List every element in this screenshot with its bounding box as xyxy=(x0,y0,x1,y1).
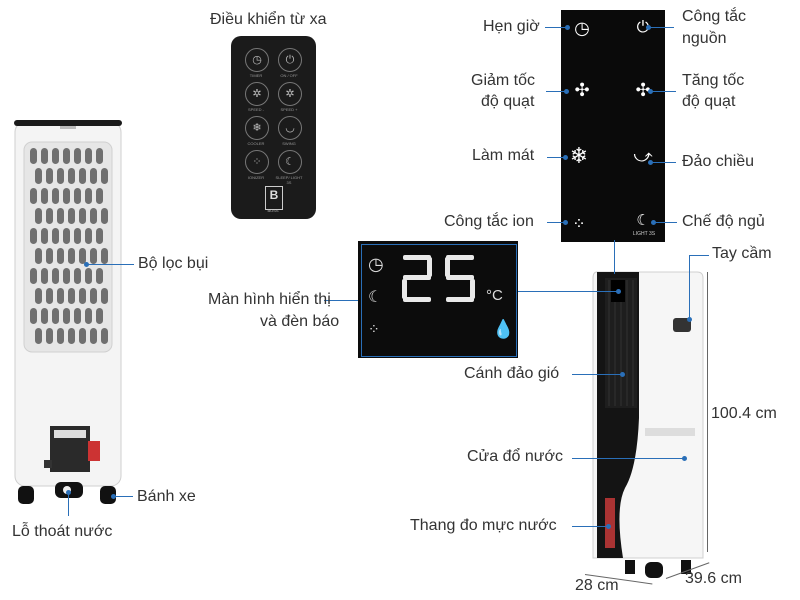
label-sleep: Chế độ ngủ xyxy=(682,213,765,230)
leader-swing xyxy=(650,162,676,163)
label-remote: Điều khiển từ xa xyxy=(210,11,327,28)
remote-brand: BOSS xyxy=(267,208,279,213)
label-power-1: Công tắc xyxy=(682,8,747,25)
label-wheel: Bánh xe xyxy=(137,488,196,505)
dot-ion xyxy=(563,220,568,225)
display-ion-icon: ⁘ xyxy=(368,321,380,337)
leader-ion xyxy=(547,222,565,223)
dot-filter xyxy=(84,262,89,267)
height-dimension-line xyxy=(707,272,708,552)
remote-swing-icon: ◡ xyxy=(278,116,302,140)
dot-display xyxy=(616,289,621,294)
label-display-1: Màn hình hiển thị xyxy=(208,291,331,308)
cooler-back-view xyxy=(14,118,122,490)
label-cooling: Làm mát xyxy=(472,147,535,164)
sleep-icon: ☾ xyxy=(636,212,650,229)
dot-timer xyxy=(565,25,570,30)
snowflake-icon: ❄ xyxy=(569,143,589,168)
timer-icon: ◷ xyxy=(574,18,590,38)
remote-label-sleep: SLEEP/ LIGHT 3S xyxy=(275,175,303,185)
label-swing: Đảo chiều xyxy=(682,153,755,170)
dot-drain xyxy=(66,490,71,495)
label-speed-down-1: Giảm tốc xyxy=(471,72,536,89)
dot-speed-up xyxy=(648,89,653,94)
remote-control: ◷ ⏻ TIMER ON / OFF ✲ ✲ SPEED - SPEED + ❄… xyxy=(231,36,316,219)
dot-handle xyxy=(687,317,692,322)
label-handle: Tay cầm xyxy=(712,245,772,262)
dot-wheel xyxy=(111,494,116,499)
dot-speed-down xyxy=(564,89,569,94)
display-panel: ◷ ☾ ⁘ 25 °C 💧 xyxy=(358,241,518,358)
leader-inlet xyxy=(572,458,684,459)
display-timer-icon: ◷ xyxy=(368,254,384,274)
remote-ion-icon: ⁘ xyxy=(245,150,269,174)
label-speed-down-2: độ quạt xyxy=(481,93,535,110)
fan-speed-down-icon: ✣ xyxy=(574,80,590,100)
label-drain: Lỗ thoát nước xyxy=(12,523,113,540)
remote-label-cooler: COOLER xyxy=(247,141,265,146)
label-water-gauge: Thang đo mực nước xyxy=(410,517,557,534)
label-water-inlet: Cửa đổ nước xyxy=(467,448,563,465)
fan-speed-up-icon: ✣ xyxy=(635,80,651,100)
remote-power-icon: ⏻ xyxy=(278,48,302,72)
label-filter: Bộ lọc bụi xyxy=(138,255,209,272)
swing-icon: ⤻ xyxy=(633,146,653,166)
leader-display-left xyxy=(324,300,358,301)
temperature-unit: °C xyxy=(486,287,503,304)
label-speed-up-1: Tăng tốc xyxy=(682,72,745,89)
label-speed-up-2: độ quạt xyxy=(682,93,736,110)
dot-inlet xyxy=(682,456,687,461)
remote-sleep-icon: ☾ xyxy=(278,150,302,174)
sleep-caption: LIGHT 3S xyxy=(632,231,656,237)
remote-logo: B xyxy=(265,186,283,210)
dot-cooling xyxy=(563,155,568,160)
right-wheel xyxy=(100,486,116,504)
leader-display-right xyxy=(518,291,618,292)
label-height: 100.4 cm xyxy=(711,405,777,422)
label-power-2: nguồn xyxy=(682,30,727,47)
dot-louver xyxy=(620,372,625,377)
remote-speed-down-icon: ✲ xyxy=(245,82,269,106)
leader-filter xyxy=(86,264,134,265)
leader-panel-down xyxy=(614,240,615,274)
dot-swing xyxy=(648,160,653,165)
remote-speed-up-icon: ✲ xyxy=(278,82,302,106)
leader-timer xyxy=(545,27,567,28)
label-display-2: và đèn báo xyxy=(260,313,340,330)
remote-label-power: ON / OFF xyxy=(280,73,298,78)
leader-handle xyxy=(689,255,709,256)
cooler-front-view xyxy=(585,268,705,580)
display-sleep-icon: ☾ xyxy=(368,289,383,306)
label-depth: 39.6 cm xyxy=(685,570,742,587)
dot-power xyxy=(646,25,651,30)
remote-label-speed-up: SPEED + xyxy=(280,107,298,112)
left-wheel xyxy=(18,486,34,504)
water-drop-icon: 💧 xyxy=(492,319,515,339)
label-width: 28 cm xyxy=(575,577,619,594)
control-panel: ◷ ⏻ ✣ ✣ ❄ ⤻ ⁘ ☾ LIGHT 3S xyxy=(561,10,665,242)
leader-speed-down xyxy=(546,91,566,92)
leader-cooling xyxy=(547,157,565,158)
label-timer: Hẹn giờ xyxy=(483,18,540,35)
leader-gauge xyxy=(572,526,608,527)
remote-label-swing: SWING xyxy=(282,141,296,146)
dot-sleep xyxy=(651,220,656,225)
leader-drain xyxy=(68,492,69,516)
leader-handle-v xyxy=(689,255,690,319)
label-ion: Công tắc ion xyxy=(444,213,534,230)
remote-timer-icon: ◷ xyxy=(245,48,269,72)
power-icon: ⏻ xyxy=(636,19,650,36)
remote-label-speed-down: SPEED - xyxy=(247,107,264,112)
leader-louver xyxy=(572,374,622,375)
remote-label-ion: IONIZER xyxy=(247,175,265,180)
remote-label-timer: TIMER xyxy=(249,73,263,78)
ion-icon: ⁘ xyxy=(572,216,586,233)
leader-sleep xyxy=(653,222,677,223)
dot-gauge xyxy=(606,524,611,529)
label-louver: Cánh đảo gió xyxy=(464,365,560,382)
leader-speed-up xyxy=(650,91,676,92)
leader-power xyxy=(648,27,674,28)
remote-cooler-icon: ❄ xyxy=(245,116,269,140)
leader-wheel xyxy=(113,496,133,497)
